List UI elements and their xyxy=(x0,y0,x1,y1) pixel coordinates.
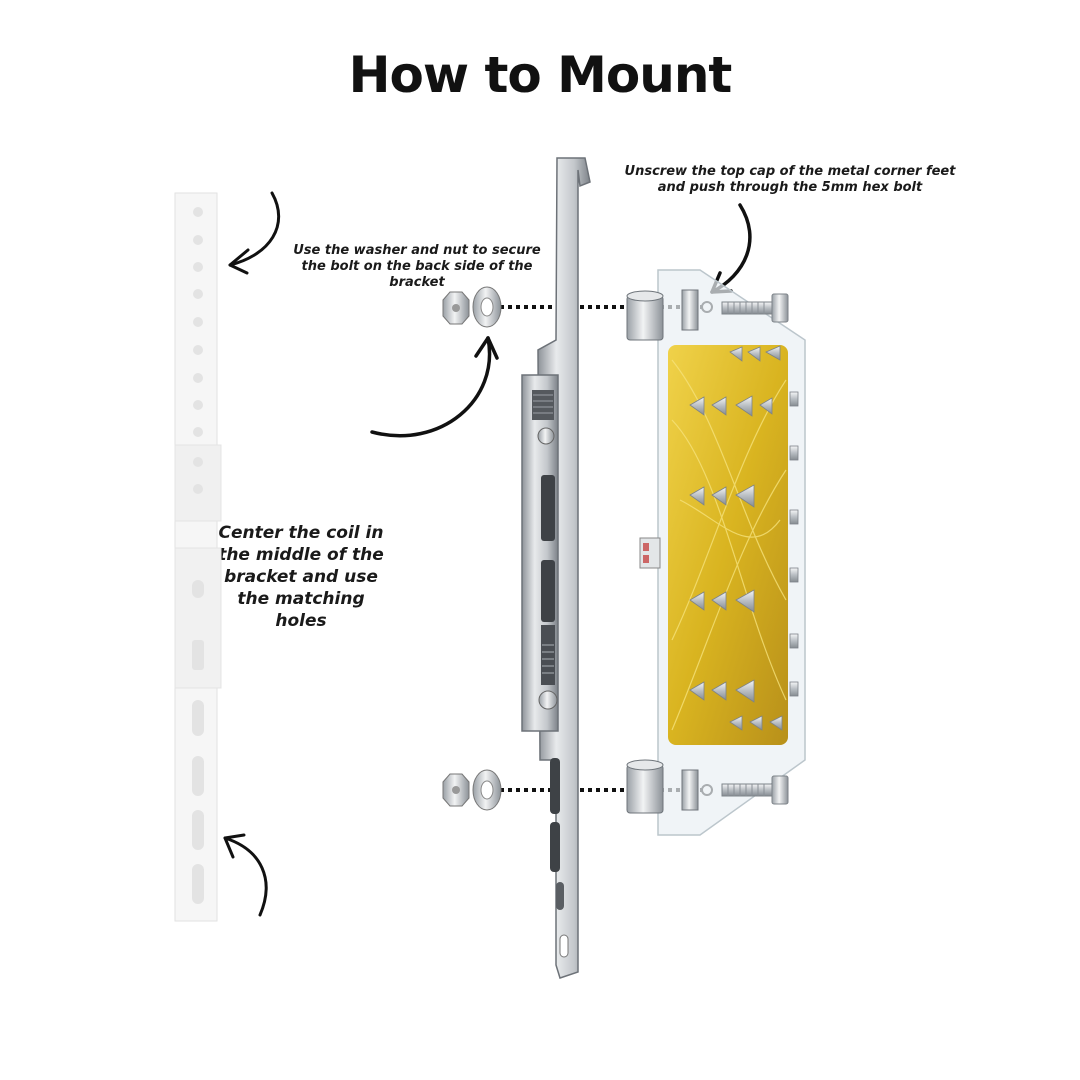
center-coil-note: Center the coil in the middle of the bra… xyxy=(218,523,384,631)
corner-feet-note: Unscrew the top cap of the metal corner … xyxy=(624,164,956,195)
strip-bracket xyxy=(174,192,222,922)
corner-foot-bottom xyxy=(626,759,699,814)
washer-arrow xyxy=(370,336,499,438)
washer-nut-note: Use the washer and nut to secure the bol… xyxy=(293,243,541,290)
bottom-strip-arrow xyxy=(223,833,268,917)
mounting-rail xyxy=(521,157,591,979)
corner-foot-top xyxy=(626,289,699,341)
top-strip-arrow xyxy=(228,191,281,275)
coil-assembly xyxy=(626,269,806,836)
washer-bottom xyxy=(472,769,502,811)
corner-feet-arrow xyxy=(710,203,752,294)
nut-bottom xyxy=(442,773,470,807)
page-title: How to Mount xyxy=(348,46,733,104)
hex-bolt-bottom xyxy=(721,775,789,805)
washer-top xyxy=(472,286,502,328)
hex-bolt-top xyxy=(721,293,789,323)
nut-top xyxy=(442,291,470,325)
